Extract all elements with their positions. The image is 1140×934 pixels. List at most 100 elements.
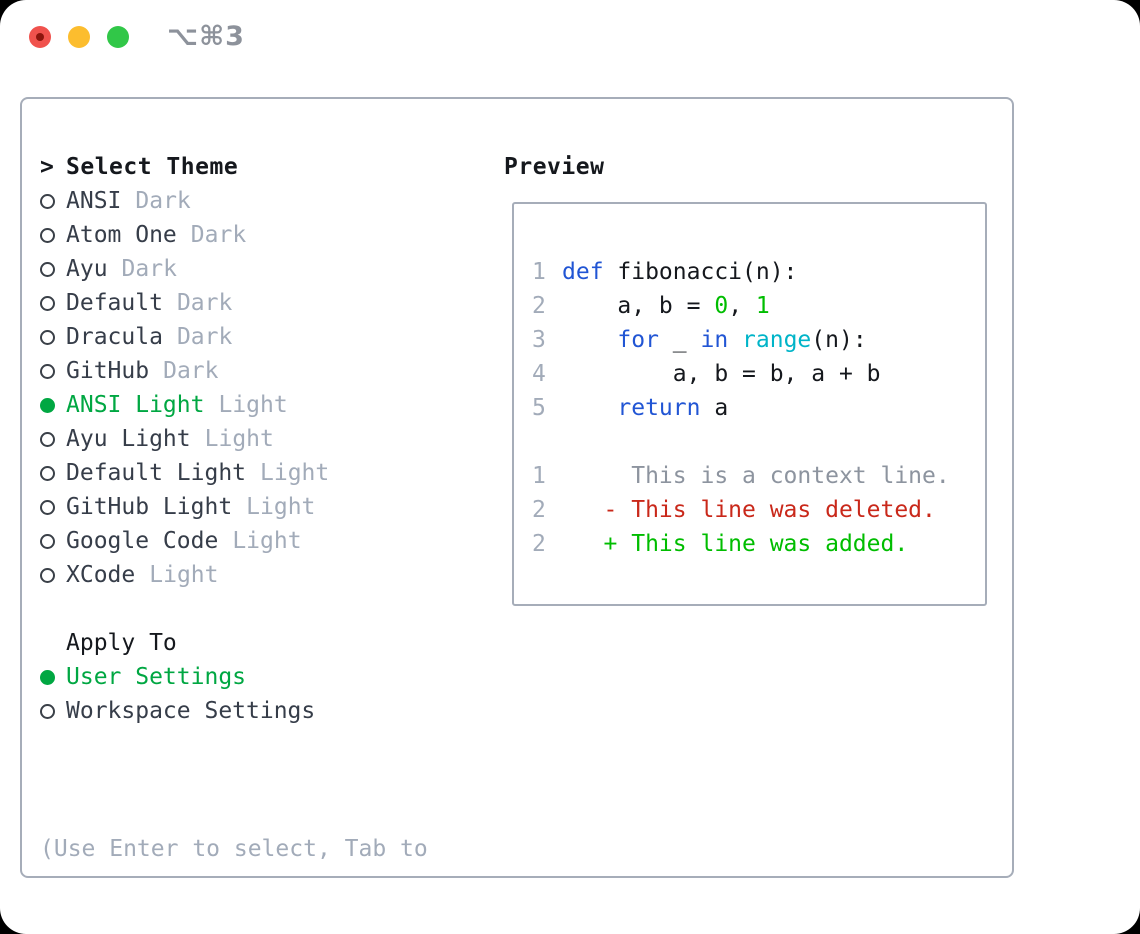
line-number: 1 xyxy=(532,463,546,489)
theme-name: Default xyxy=(66,290,163,316)
radio-icon xyxy=(40,431,55,447)
radio-icon xyxy=(40,703,55,719)
theme-name: Google Code xyxy=(66,528,219,554)
code-token-plain xyxy=(728,327,742,353)
close-button[interactable] xyxy=(29,26,51,48)
apply-option-user-settings[interactable]: User Settings xyxy=(40,660,428,694)
code-token-plain: a, b = b, a + b xyxy=(562,361,881,387)
theme-variant: Light xyxy=(149,562,219,588)
theme-variant: Dark xyxy=(190,222,247,248)
code-line: 3 for _ in range(n): xyxy=(532,323,950,357)
radio-icon xyxy=(40,363,55,379)
theme-name: ANSI xyxy=(66,188,122,214)
theme-name: Default Light xyxy=(66,460,247,486)
radio-selected-icon xyxy=(40,397,55,413)
theme-option-github[interactable]: GitHub Dark xyxy=(40,354,428,388)
theme-variant: Dark xyxy=(176,290,233,316)
radio-icon xyxy=(40,261,55,277)
theme-variant: Dark xyxy=(176,324,233,350)
theme-name: Ayu xyxy=(66,256,108,282)
line-number: 5 xyxy=(532,395,546,421)
apply-to-label: Apply To xyxy=(66,630,177,656)
code-token-plain: _ xyxy=(658,327,701,353)
theme-option-default[interactable]: Default Dark xyxy=(40,286,428,320)
theme-name: ANSI Light xyxy=(66,392,205,418)
code-token-plain xyxy=(562,327,617,353)
theme-option-default-light[interactable]: Default Light Light xyxy=(40,456,428,490)
radio-selected-icon xyxy=(40,669,55,685)
code-token-add: + This line was added. xyxy=(562,531,909,557)
radio-icon xyxy=(40,465,55,481)
theme-option-google-code[interactable]: Google Code Light xyxy=(40,524,428,558)
theme-option-xcode[interactable]: XCode Light xyxy=(40,558,428,592)
line-number: 2 xyxy=(532,293,546,319)
theme-name: XCode xyxy=(66,562,136,588)
line-number: 2 xyxy=(532,531,546,557)
line-number: 1 xyxy=(532,259,546,285)
radio-icon xyxy=(40,533,55,549)
select-theme-label: Select Theme xyxy=(66,154,239,180)
code-token-plain: fibonacci(n): xyxy=(603,259,798,285)
apply-to-header: Apply To xyxy=(40,626,428,660)
code-token-plain: (n): xyxy=(811,327,867,353)
window-title: ⌥⌘3 xyxy=(167,21,245,52)
close-dot-icon xyxy=(36,33,44,41)
code-token-builtin: range xyxy=(742,327,812,353)
traffic-lights xyxy=(29,26,129,48)
theme-variant: Dark xyxy=(121,256,177,282)
theme-variant: Light xyxy=(260,460,330,486)
code-line: 2 - This line was deleted. xyxy=(532,493,950,527)
radio-icon xyxy=(40,227,55,243)
theme-option-atom-one[interactable]: Atom One Dark xyxy=(40,218,428,252)
theme-name: GitHub Light xyxy=(66,494,233,520)
cursor-icon: > xyxy=(40,154,54,180)
preview-label: Preview xyxy=(504,154,605,180)
code-token-kw: in xyxy=(700,327,729,353)
maximize-button[interactable] xyxy=(107,26,129,48)
theme-name: Dracula xyxy=(66,324,163,350)
code-line: 5 return a xyxy=(532,391,950,425)
code-line: 1 This is a context line. xyxy=(532,459,950,493)
line-number: 3 xyxy=(532,327,546,353)
theme-name: Atom One xyxy=(66,222,177,248)
apply-option-label: User Settings xyxy=(66,664,247,690)
code-token-plain: a, b = xyxy=(562,293,715,319)
theme-option-dracula[interactable]: Dracula Dark xyxy=(40,320,428,354)
code-token-num: 0 xyxy=(714,293,729,319)
radio-icon xyxy=(40,329,55,345)
hint-line-1: (Use Enter to select, Tab to xyxy=(40,836,428,862)
code-token-kw: def xyxy=(562,259,604,285)
code-line: 2 a, b = 0, 1 xyxy=(532,289,950,323)
theme-name: GitHub xyxy=(66,358,150,384)
hint-text: (Use Enter to select, Tab to change focu… xyxy=(40,762,428,934)
theme-name: Ayu Light xyxy=(66,426,191,452)
apply-option-workspace-settings[interactable]: Workspace Settings xyxy=(40,694,428,728)
minimize-button[interactable] xyxy=(68,26,90,48)
code-token-kw: for xyxy=(617,327,659,353)
code-token-num: 1 xyxy=(755,293,770,319)
code-token-plain: a xyxy=(700,395,729,421)
select-theme-header: > Select Theme xyxy=(40,150,428,184)
radio-icon xyxy=(40,567,55,583)
code-token-plain: , xyxy=(728,293,756,319)
radio-icon xyxy=(40,295,55,311)
code-token-ctx: This is a context line. xyxy=(562,463,950,489)
spacer xyxy=(40,592,428,626)
radio-icon xyxy=(40,193,55,209)
code-line: 1 def fibonacci(n): xyxy=(532,255,950,289)
theme-option-ayu[interactable]: Ayu Dark xyxy=(40,252,428,286)
code-line: 4 a, b = b, a + b xyxy=(532,357,950,391)
theme-variant: Light xyxy=(232,528,302,554)
theme-variant: Dark xyxy=(163,358,219,384)
